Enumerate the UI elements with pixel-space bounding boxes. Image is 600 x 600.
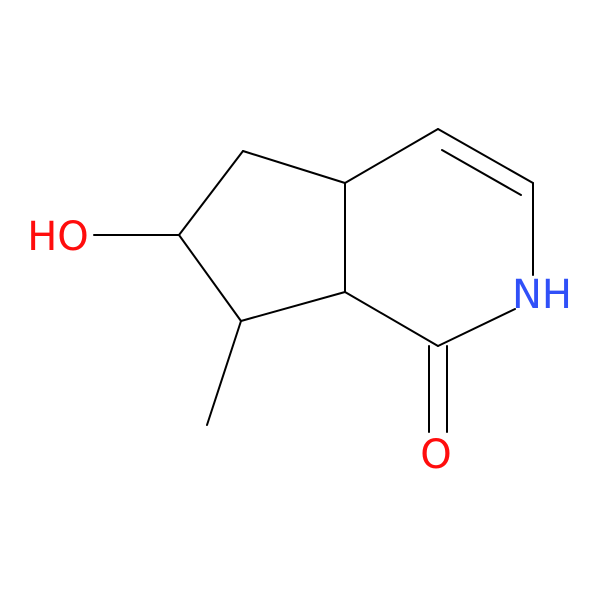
carbonyl-oxygen-label: O — [420, 432, 451, 478]
atom-labels: HO NH O — [27, 214, 572, 478]
bonds — [93, 128, 534, 433]
bond-c7-c7a — [240, 291, 346, 322]
bond-c4a-c4 — [344, 128, 439, 184]
bond-c5-c4a — [242, 150, 346, 184]
bond-c5-c6 — [178, 150, 244, 236]
bond-c4-c3-inner — [441, 149, 522, 196]
hydroxyl-label: HO — [27, 214, 89, 260]
bond-c7a-c1 — [344, 291, 439, 347]
amide-nitrogen-label: NH — [512, 272, 572, 318]
bond-c7-methyl — [206, 320, 242, 426]
bond-c6-c7 — [178, 234, 242, 322]
bond-c4-c3 — [437, 128, 534, 184]
bond-n2-c1 — [437, 308, 516, 347]
